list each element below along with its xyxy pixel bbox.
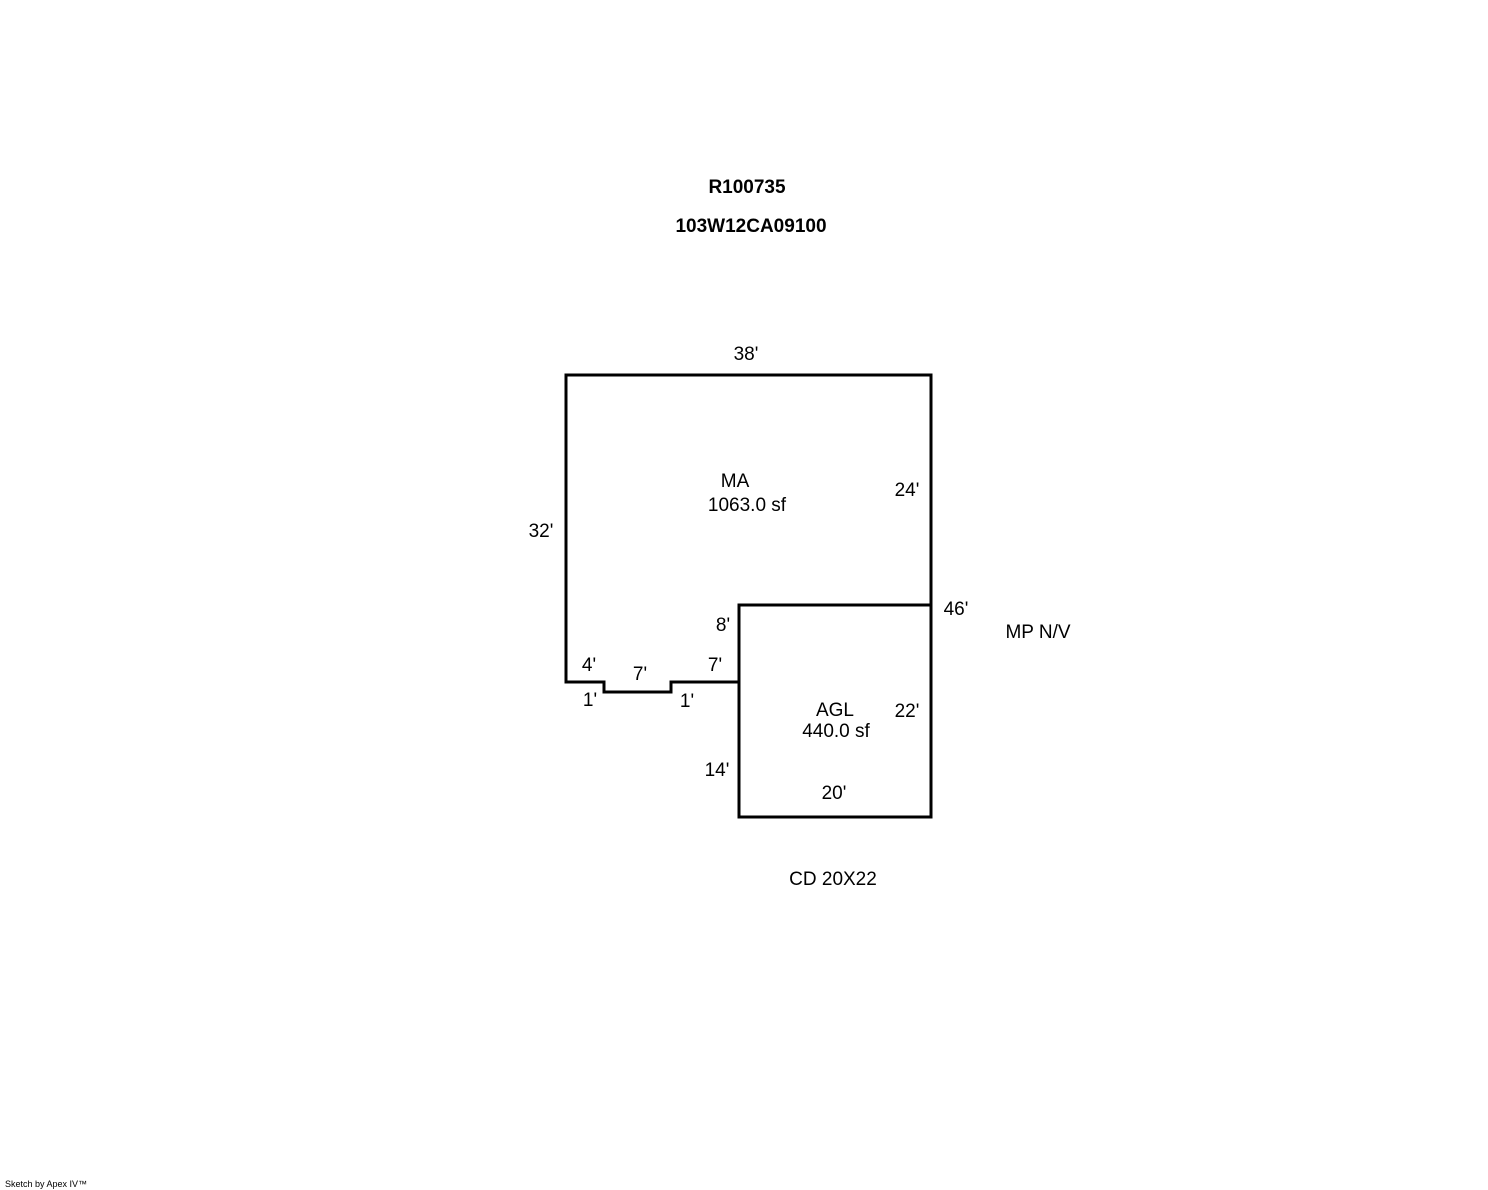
dim-garage-bottom: 20': [822, 783, 847, 804]
dim-main-right-total: 46': [944, 599, 969, 620]
dim-step-left-a: 4': [582, 655, 596, 676]
note-cd: CD 20X22: [789, 869, 877, 890]
garage-code: AGL: [816, 700, 854, 721]
main-area-outline: [564, 373, 933, 694]
record-id: R100735: [708, 177, 786, 198]
dim-garage-right: 22': [895, 701, 920, 722]
garage-outline: [737, 603, 933, 819]
dim-step-bottom-b: 7': [708, 655, 722, 676]
garage-area-size: 440.0 sf: [802, 721, 870, 742]
dim-step-right-drop: 1': [680, 691, 694, 712]
dim-garage-left-lower: 14': [705, 760, 730, 781]
map-tax-lot: 103W12CA09100: [675, 216, 826, 237]
dim-garage-left-upper: 8': [716, 615, 730, 636]
dim-main-left: 32': [529, 521, 554, 542]
dim-step-bottom-a: 7': [633, 664, 647, 685]
main-area-code: MA: [721, 471, 750, 492]
dim-main-right: 24': [895, 480, 920, 501]
sketch-credit: Sketch by Apex IV™: [5, 1179, 87, 1189]
dim-main-top: 38': [734, 344, 759, 365]
note-mp: MP N/V: [1005, 622, 1070, 643]
dim-step-left-drop: 1': [583, 690, 597, 711]
main-area-size: 1063.0 sf: [708, 495, 787, 516]
